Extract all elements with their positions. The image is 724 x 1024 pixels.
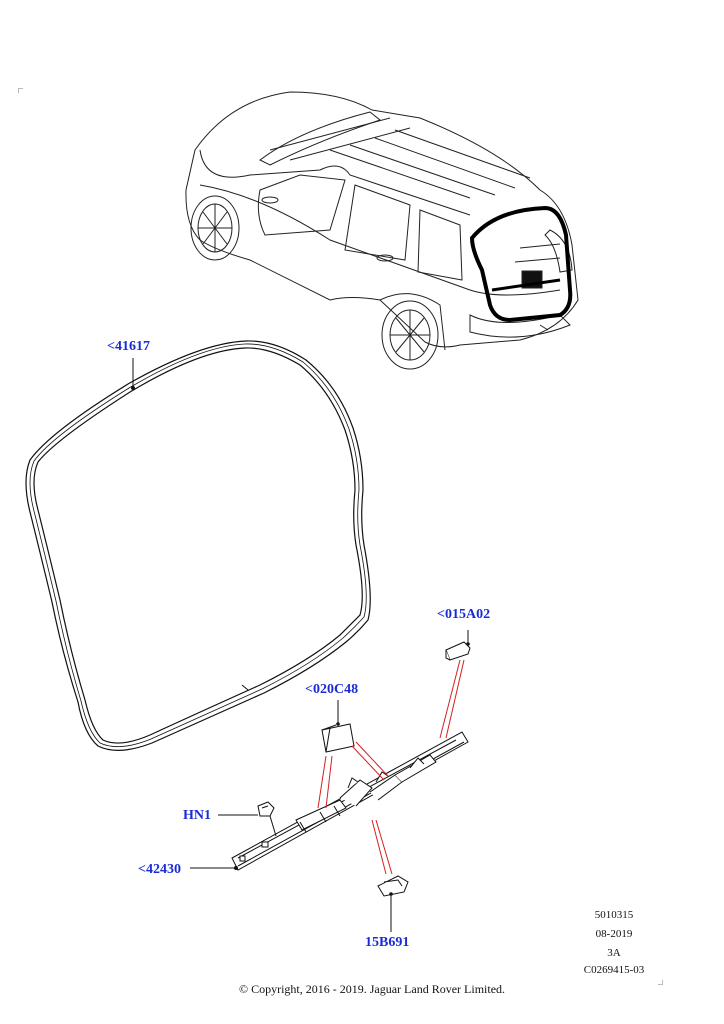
- callout-switch[interactable]: <020C48: [305, 682, 359, 697]
- callout-seal[interactable]: <41617: [107, 339, 150, 354]
- tailgate-finisher: [190, 731, 469, 871]
- diagram-date: 08-2019: [595, 928, 633, 940]
- corner-mark: [658, 980, 663, 985]
- callout-lamp[interactable]: 15B691: [365, 935, 410, 950]
- reference-number: 5010315: [594, 909, 634, 921]
- revision: 3A: [607, 947, 621, 959]
- clip: [218, 801, 277, 837]
- vehicle-illustration: [185, 91, 579, 370]
- copyright: © Copyright, 2016 - 2019. Jaguar Land Ro…: [238, 982, 506, 996]
- callout-clip[interactable]: HN1: [183, 808, 211, 823]
- red-leader-lines: [317, 659, 465, 875]
- tailgate-switch: [321, 700, 355, 753]
- tailgate-seal: [25, 340, 371, 751]
- illustration-code: C0269415-03: [583, 964, 645, 976]
- callout-latch-cover[interactable]: <015A02: [437, 607, 491, 622]
- lamp: [377, 875, 409, 932]
- latch-cover: [445, 630, 471, 661]
- corner-mark: [18, 88, 23, 93]
- callout-finisher[interactable]: <42430: [138, 862, 181, 877]
